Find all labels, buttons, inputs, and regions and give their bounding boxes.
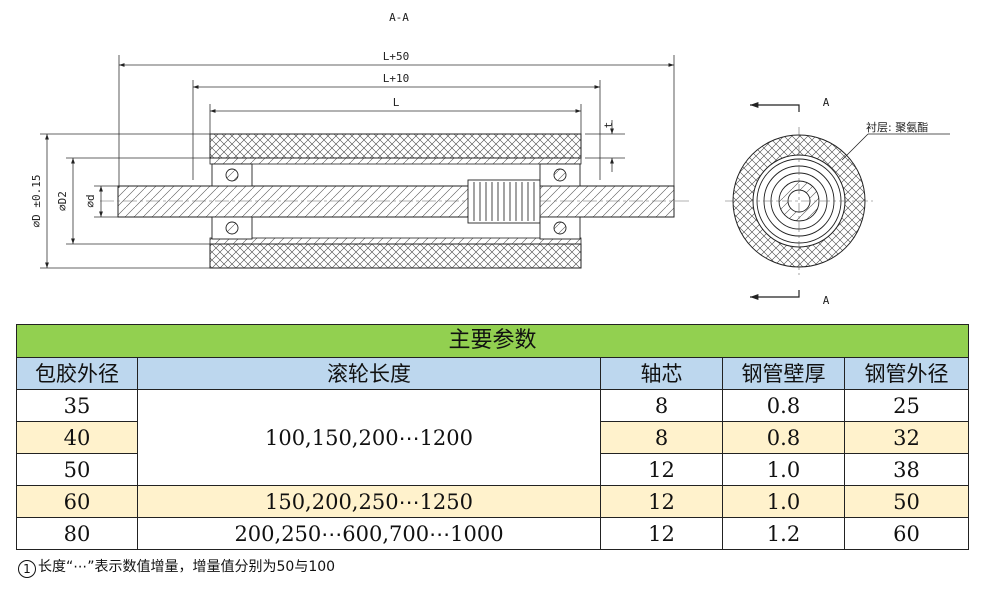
dim-outer-diameter: ⌀D ±0.15 [30,175,43,228]
cell-outer-diameter: 80 [16,517,138,550]
dim-total-length: L+50 [383,50,410,63]
thickness-dimension [585,120,625,172]
cell-wall: 1.0 [722,485,845,518]
roller-section [100,133,690,269]
end-view [725,102,950,300]
parameter-table: 主要参数 包胶外径 滚轮长度 轴芯 钢管壁厚 钢管外径 35 100,150,2… [15,324,970,550]
cell-tube-diameter: 60 [843,517,970,550]
table-row: 35 100,150,200⋯1200 8 0.8 25 [16,389,970,486]
cell-outer-diameter: 40 [16,421,138,454]
cell-wall: 1.0 [722,453,845,486]
cell-outer-diameter: 50 [16,453,138,486]
table-row: 60 150,200,250⋯1250 12 1.0 50 [16,485,970,518]
section-mark-bottom: A [823,294,830,307]
cell-shaft: 8 [600,389,723,422]
cell-length: 200,250⋯600,700⋯1000 [137,517,601,550]
cell-shaft: 12 [600,517,723,550]
table-title-row: 主要参数 [15,324,970,358]
cell-tube-diameter: 25 [843,389,970,422]
cell-shaft: 12 [600,453,723,486]
length-dimensions [118,55,675,188]
table-title: 主要参数 [15,324,970,358]
section-mark-top: A [823,96,830,109]
cell-outer-diameter: 35 [16,389,138,422]
cell-tube-diameter: 38 [843,453,970,486]
cell-shaft: 8 [600,421,723,454]
technical-drawing: A-A L+50 L+10 L [30,11,950,307]
cell-wall: 0.8 [722,421,845,454]
cell-outer-diameter: 60 [16,485,138,518]
dim-mid-length: L+10 [383,72,410,85]
dim-thickness: t [602,122,615,129]
footnote-text: 长度“⋯”表示数值增量，增量值分别为50与100 [38,559,336,575]
cell-length: 150,200,250⋯1250 [137,485,601,518]
cell-tube-diameter: 50 [843,485,970,518]
header-cell: 轴芯 [600,357,723,390]
diameter-dimensions [40,133,210,269]
header-cell: 滚轮长度 [137,357,601,390]
dim-shaft-diameter: ⌀d [84,194,97,207]
lining-note: 衬层: 聚氨酯 [866,121,928,134]
cell-tube-diameter: 32 [843,421,970,454]
cell-wall: 0.8 [722,389,845,422]
section-title: A-A [389,11,409,24]
table-row: 40 8 0.8 32 [16,421,970,454]
cell-shaft: 12 [600,485,723,518]
footnote-marker: 1 [18,560,36,578]
dim-inner-length: L [393,96,400,109]
dim-tube-diameter: ⌀D2 [56,191,69,211]
table-row: 80 200,250⋯600,700⋯1000 12 1.2 60 [16,517,970,550]
cell-wall: 1.2 [722,517,845,550]
header-cell: 钢管壁厚 [722,357,845,390]
cell-length: 100,150,200⋯1200 [137,389,601,486]
header-cell: 钢管外径 [843,357,970,390]
header-cell: 包胶外径 [16,357,138,390]
table-header-row: 包胶外径 滚轮长度 轴芯 钢管壁厚 钢管外径 [16,357,970,390]
